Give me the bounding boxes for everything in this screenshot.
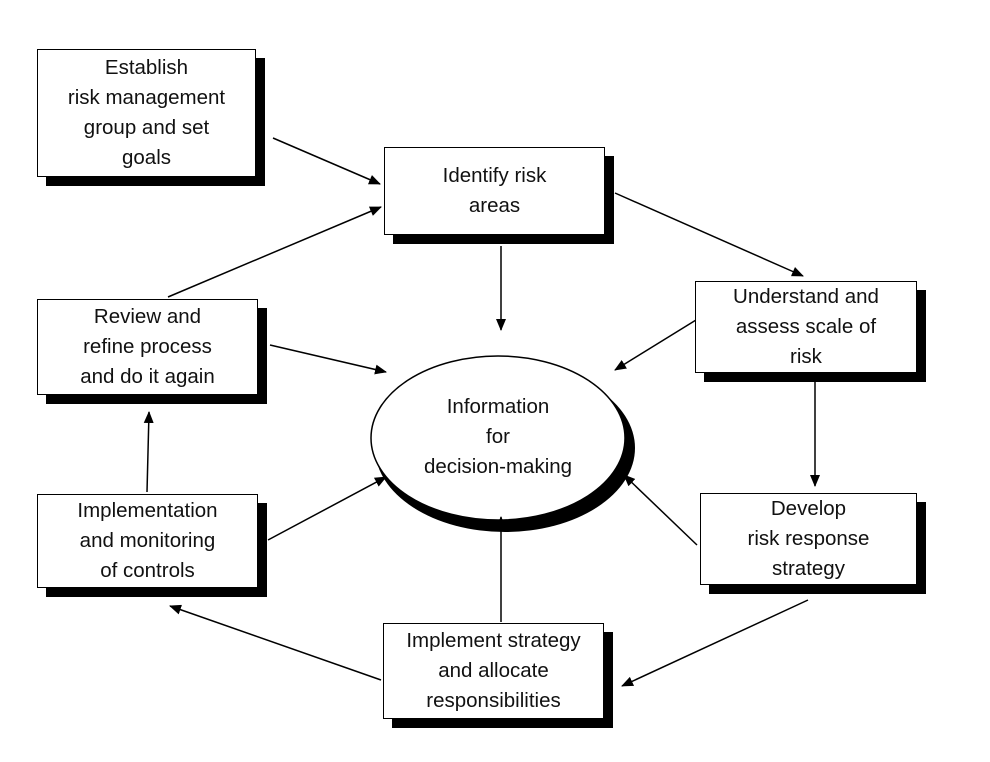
implement-strategy-line-3: responsibilities: [426, 689, 561, 712]
understand-line-2: assess scale of: [735, 315, 877, 338]
arrow-implementation-to-center: [267, 476, 387, 541]
review-line-1: Review and: [93, 305, 202, 328]
center-label: Information for decision-making: [398, 392, 598, 482]
identify-box: Identify risk areas: [384, 147, 605, 235]
review-line-2: refine process: [83, 335, 212, 358]
arrow-implement-strategy-to-implementation: [169, 604, 382, 681]
develop-box: Develop risk response strategy: [700, 493, 917, 585]
establish-line-1: Establish: [104, 56, 189, 79]
arrow-review-to-identify: [167, 206, 382, 298]
center-line-2: for: [486, 425, 510, 448]
arrow-develop-to-center: [623, 474, 698, 546]
arrow-develop-to-implement-strategy: [621, 599, 809, 687]
implementation-box: Implementation and monitoring of control…: [37, 494, 258, 588]
develop-line-2: risk response: [747, 527, 870, 550]
establish-line-2: risk management: [67, 86, 226, 109]
implementation-line-3: of controls: [100, 559, 195, 582]
implementation-line-1: Implementation: [77, 499, 218, 522]
identify-line-1: Identify risk: [442, 164, 547, 187]
arrow-review-to-center: [269, 344, 387, 375]
review-box: Review and refine process and do it agai…: [37, 299, 258, 395]
establish-line-3: group and set: [83, 116, 210, 139]
develop-line-3: strategy: [772, 557, 845, 580]
arrow-identify-to-understand: [614, 192, 804, 277]
establish-line-4: goals: [121, 146, 171, 169]
implement-strategy-line-1: Implement strategy: [406, 629, 581, 652]
develop-line-1: Develop: [770, 497, 847, 520]
center-line-3: decision-making: [423, 455, 573, 478]
implementation-line-2: and monitoring: [79, 529, 216, 552]
implement-strategy-line-2: and allocate: [438, 659, 549, 682]
arrow-understand-to-center: [614, 319, 697, 371]
understand-line-1: Understand and: [733, 285, 879, 308]
arrow-establish-to-identify: [272, 137, 381, 185]
implement-strategy-box: Implement strategy and allocate responsi…: [383, 623, 604, 719]
understand-line-3: risk: [790, 345, 822, 368]
establish-box: Establish risk management group and set …: [37, 49, 256, 177]
review-line-3: and do it again: [80, 365, 215, 388]
arrow-implementation-to-review: [143, 411, 154, 493]
center-line-1: Information: [446, 395, 550, 418]
identify-line-2: areas: [468, 194, 521, 217]
understand-box: Understand and assess scale of risk: [695, 281, 917, 373]
